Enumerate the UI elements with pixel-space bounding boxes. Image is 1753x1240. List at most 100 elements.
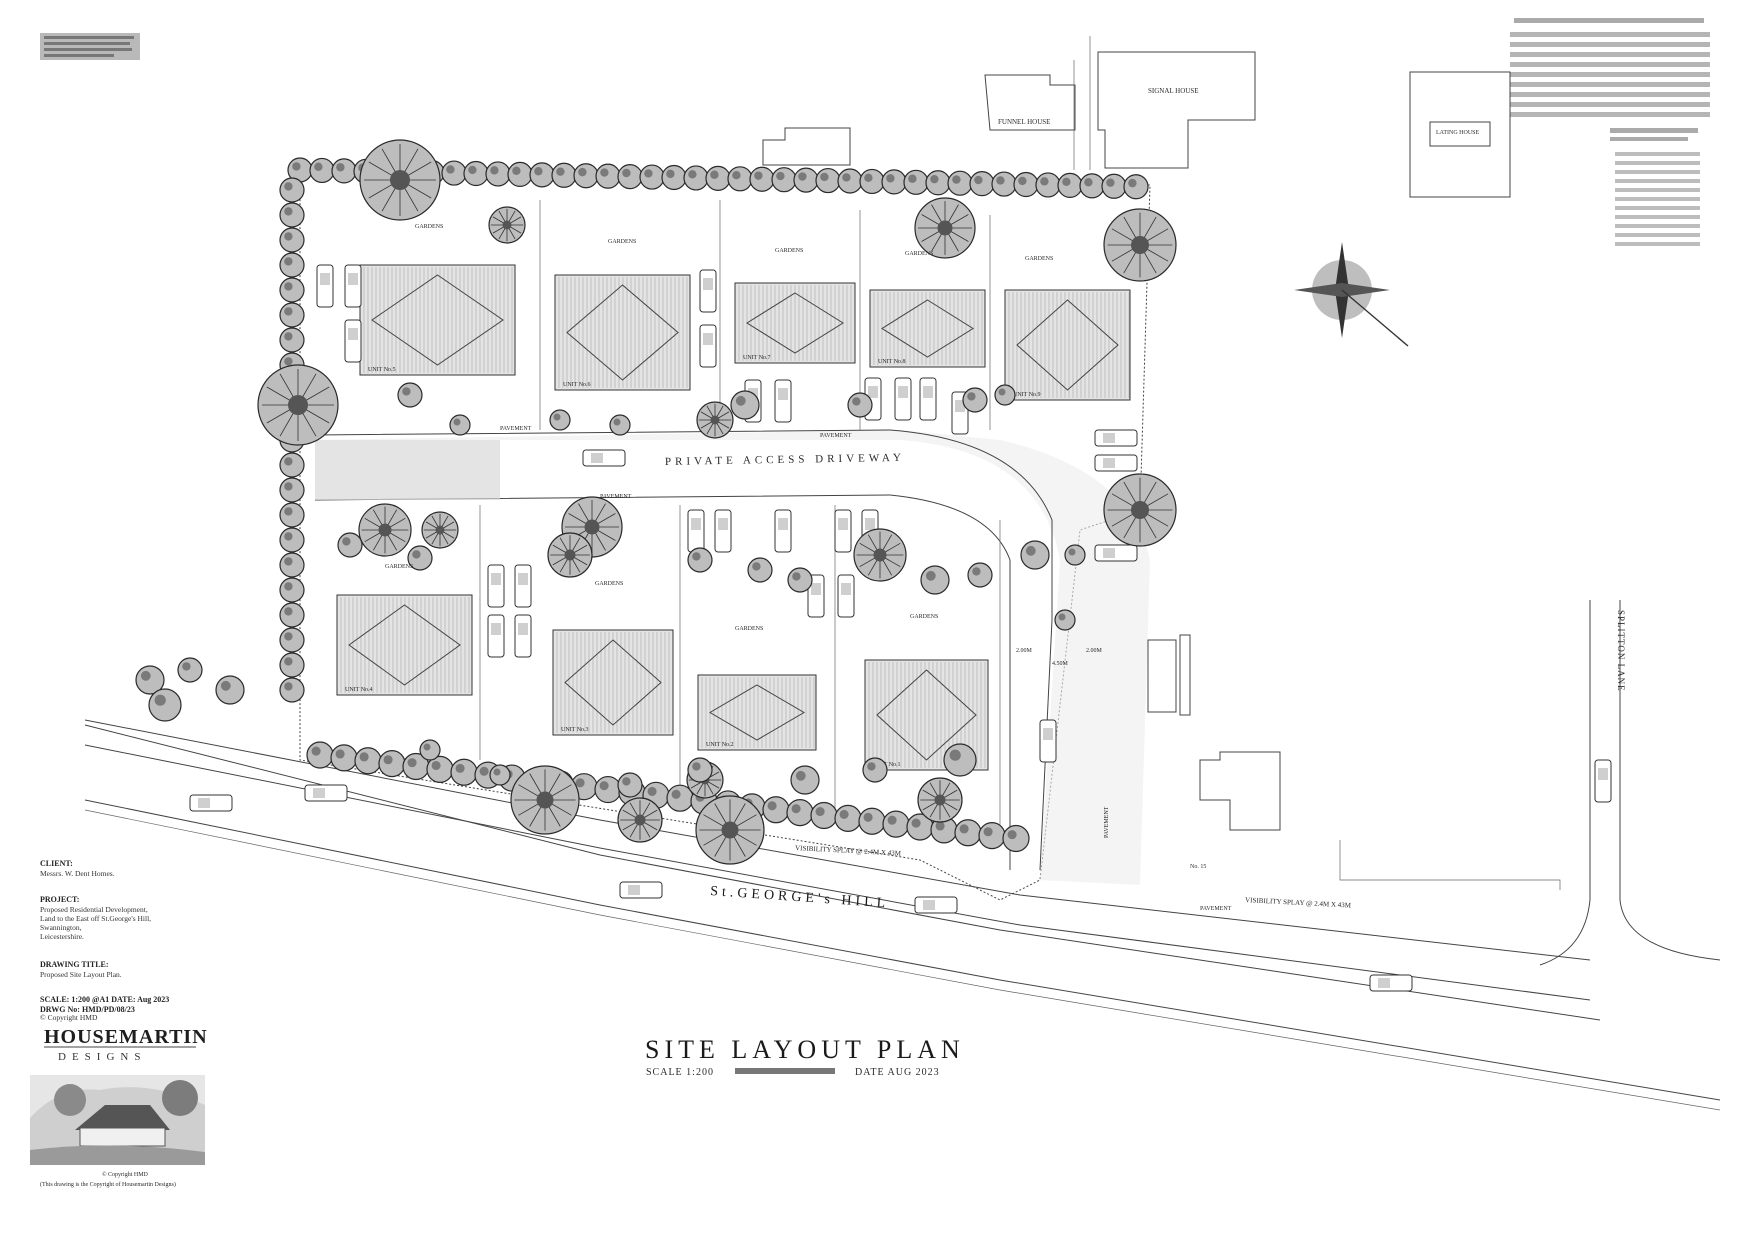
scale-label: SCALE 1:200 <box>646 1067 714 1078</box>
footpath-label-3: PAVEMENT <box>600 494 632 500</box>
tree-icon <box>1057 172 1083 198</box>
tree-icon <box>687 547 713 573</box>
tree-icon <box>358 503 412 557</box>
drawing-title: SITE LAYOUT PLAN <box>645 1035 965 1064</box>
footpath-label-4: PAVEMENT <box>1200 906 1232 912</box>
car-17 <box>774 509 792 553</box>
date-label: DATE AUG 2023 <box>855 1067 940 1078</box>
tree-icon <box>331 158 357 184</box>
dimension-labels: 2.00M 4.50M 2.00M <box>1016 648 1103 667</box>
project-line-1: Proposed Residential Development, <box>40 905 148 914</box>
tree-icon <box>309 157 335 184</box>
tree-icon <box>962 387 988 413</box>
car-9 <box>894 377 912 421</box>
tree-icon <box>859 168 885 195</box>
accommodation-schedule <box>1510 18 1710 117</box>
boundary-trees <box>135 139 1177 865</box>
driveway-label: PRIVATE ACCESS DRIVEWAY <box>665 452 905 468</box>
car-33 <box>1594 759 1612 803</box>
tree-icon <box>279 202 305 228</box>
tree-icon <box>787 567 813 593</box>
tree-icon <box>177 657 203 683</box>
tree-icon <box>967 562 993 588</box>
tree-icon <box>994 384 1016 406</box>
drawing-title-block: SITE LAYOUT PLAN SCALE 1:200 DATE AUG 20… <box>645 1035 965 1078</box>
tree-icon <box>727 166 753 192</box>
tree-icon <box>279 652 305 678</box>
car-23 <box>514 614 532 658</box>
tree-icon <box>1002 824 1030 853</box>
tree-icon <box>279 227 305 253</box>
scale-info-line-3: © Copyright HMD <box>40 1013 98 1022</box>
tree-icon <box>683 165 709 191</box>
tree-icon <box>594 775 622 804</box>
tree-icon <box>639 164 665 190</box>
tree-icon <box>463 160 489 187</box>
tree-icon <box>943 743 977 777</box>
tree-icon <box>695 795 765 865</box>
footpath-label-1: PAVEMENT <box>500 426 532 432</box>
plot-boundaries <box>479 200 1001 830</box>
house-unit-2: UNIT No.6 <box>554 274 691 391</box>
tree-icon <box>402 752 430 781</box>
coordinate-row <box>1615 242 1700 246</box>
coordinates-table <box>1610 128 1700 246</box>
unit-label: UNIT No.5 <box>368 367 396 373</box>
tree-icon <box>1079 173 1105 199</box>
schedule-row <box>1510 42 1710 47</box>
coordinate-row <box>1615 152 1700 156</box>
unit-label: UNIT No.1 <box>873 762 901 768</box>
coordinate-row <box>1615 215 1700 219</box>
tree-icon <box>279 327 305 353</box>
garden-label-8: GARDENS <box>905 251 933 257</box>
tree-icon <box>762 796 790 824</box>
car-28 <box>189 794 233 812</box>
tree-icon <box>786 798 814 827</box>
tree-icon <box>1020 540 1050 570</box>
unit-label: UNIT No.9 <box>1013 392 1041 398</box>
tree-icon <box>917 777 963 823</box>
schedule-row <box>1510 82 1710 87</box>
tree-icon <box>793 167 819 193</box>
tree-icon <box>617 797 663 843</box>
car-21 <box>514 564 532 608</box>
tree-icon <box>510 765 580 835</box>
tree-icon <box>969 171 995 197</box>
car-16 <box>714 509 732 553</box>
tree-icon <box>257 364 339 446</box>
tree-icon <box>696 401 734 439</box>
tree-icon <box>279 252 305 278</box>
tree-icon <box>489 764 511 786</box>
visibility-splay-label-east: VISIBILITY SPLAY @ 2.4M X 43M <box>1245 896 1352 910</box>
unit-label: UNIT No.8 <box>878 359 906 365</box>
tree-icon <box>488 206 526 244</box>
unit-label: UNIT No.3 <box>561 727 589 733</box>
east-lane: SPLITTON LANE <box>1339 600 1721 966</box>
tree-icon <box>930 816 958 844</box>
car-26 <box>1094 544 1138 562</box>
tree-icon <box>1035 172 1061 198</box>
car-30 <box>619 881 663 899</box>
north-arrow-icon <box>1294 242 1409 347</box>
tree-icon <box>1123 174 1149 200</box>
client-heading: CLIENT: <box>40 859 73 868</box>
tree-icon <box>279 677 305 703</box>
tree-icon <box>1101 173 1127 199</box>
garden-labels: GARDENS GARDENS GARDENS GARDENS GARDENS … <box>385 224 1053 632</box>
car-12 <box>1094 429 1138 447</box>
scale-bar <box>735 1068 835 1074</box>
dim-label-2: 4.50M <box>1052 661 1069 667</box>
project-line-3: Swannington, <box>40 923 82 932</box>
garden-label-4: GARDENS <box>385 564 413 570</box>
tree-icon <box>529 162 555 188</box>
car-13 <box>1094 454 1138 472</box>
car-15 <box>687 509 705 553</box>
tree-icon <box>279 552 305 578</box>
car-3 <box>344 319 362 363</box>
car-18 <box>834 509 852 553</box>
tree-icon <box>551 162 577 188</box>
car-29 <box>304 784 348 802</box>
tree-icon <box>449 414 471 436</box>
schedule-row <box>1510 112 1710 117</box>
